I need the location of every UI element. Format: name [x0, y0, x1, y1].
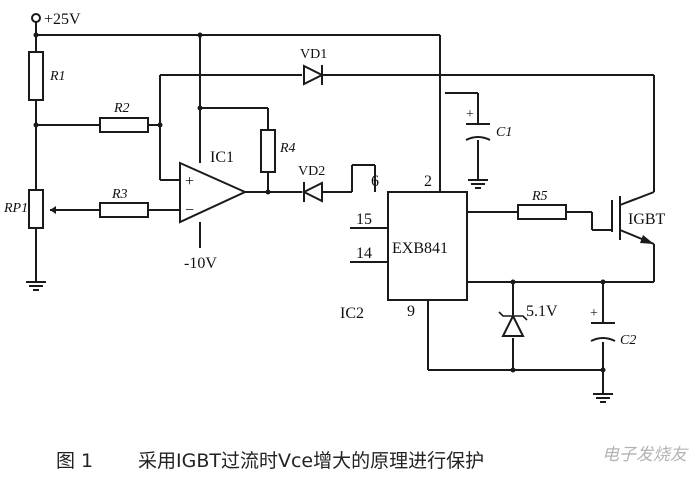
junction-dot: [600, 279, 606, 285]
junction-dot: [600, 367, 606, 373]
ic1-label: IC1: [210, 149, 234, 166]
zener-voltage-label: 5.1V: [526, 303, 558, 320]
junction-dot: [197, 105, 203, 111]
pin-9-label: 9: [407, 303, 415, 320]
r2-label: R2: [113, 101, 130, 116]
resistor-r1: [28, 51, 44, 101]
rp1-label: RP1: [3, 201, 28, 216]
junction-dot: [265, 189, 271, 195]
junction-dot: [510, 367, 516, 373]
junction-dot: [510, 279, 516, 285]
zener-diode: [498, 311, 528, 337]
pin-15-label: 15: [356, 211, 372, 228]
capacitor-c2: [590, 322, 616, 342]
ground-icon: [26, 281, 46, 291]
opamp-plus-label: +: [185, 173, 194, 190]
r5-label: R5: [531, 189, 548, 204]
c1-plus-label: +: [466, 107, 474, 122]
supply-terminal-icon: [31, 13, 41, 23]
ground-icon: [593, 393, 613, 403]
chip-exb841: [387, 191, 468, 301]
watermark: 电子发烧友: [602, 445, 689, 465]
junction-dot: [197, 32, 203, 38]
ground-icon: [468, 179, 488, 189]
resistor-r2: [99, 117, 149, 133]
junction-dot: [33, 32, 39, 38]
wires: [35, 22, 655, 394]
c2-label: C2: [620, 333, 636, 348]
supply-negative-label: -10V: [184, 255, 217, 272]
pin-6-label: 6: [371, 173, 379, 190]
resistor-r5: [517, 204, 567, 220]
pin-14-label: 14: [356, 245, 372, 262]
igbt-transistor: [611, 191, 655, 245]
vd2-label: VD2: [298, 164, 325, 179]
wiper-arrow-icon: [50, 206, 56, 214]
opamp-minus-label: −: [185, 202, 194, 219]
r1-label: R1: [49, 69, 66, 84]
resistor-r4: [260, 129, 276, 173]
chip-name-label: EXB841: [392, 240, 448, 257]
c1-label: C1: [496, 125, 512, 140]
ic2-label: IC2: [340, 305, 364, 322]
igbt-label: IGBT: [628, 211, 666, 228]
pin-2-label: 2: [424, 173, 432, 190]
junction-dot: [33, 122, 39, 128]
c2-plus-label: +: [590, 306, 598, 321]
opamp-ic1: [179, 161, 248, 224]
figure-caption: 采用IGBT过流时Vce增大的原理进行保护: [138, 450, 484, 472]
capacitor-c1: [465, 123, 491, 141]
r4-label: R4: [279, 141, 296, 156]
r3-label: R3: [111, 187, 128, 202]
diode-vd1: [303, 64, 325, 86]
resistor-r3: [99, 202, 149, 218]
junction-dot: [157, 122, 163, 128]
vd1-label: VD1: [300, 47, 327, 62]
junctions: [33, 32, 606, 373]
supply-positive-label: +25V: [44, 11, 81, 28]
diode-vd2: [301, 181, 323, 203]
figure-number: 图 1: [56, 450, 93, 472]
potentiometer-rp1: [28, 189, 44, 229]
